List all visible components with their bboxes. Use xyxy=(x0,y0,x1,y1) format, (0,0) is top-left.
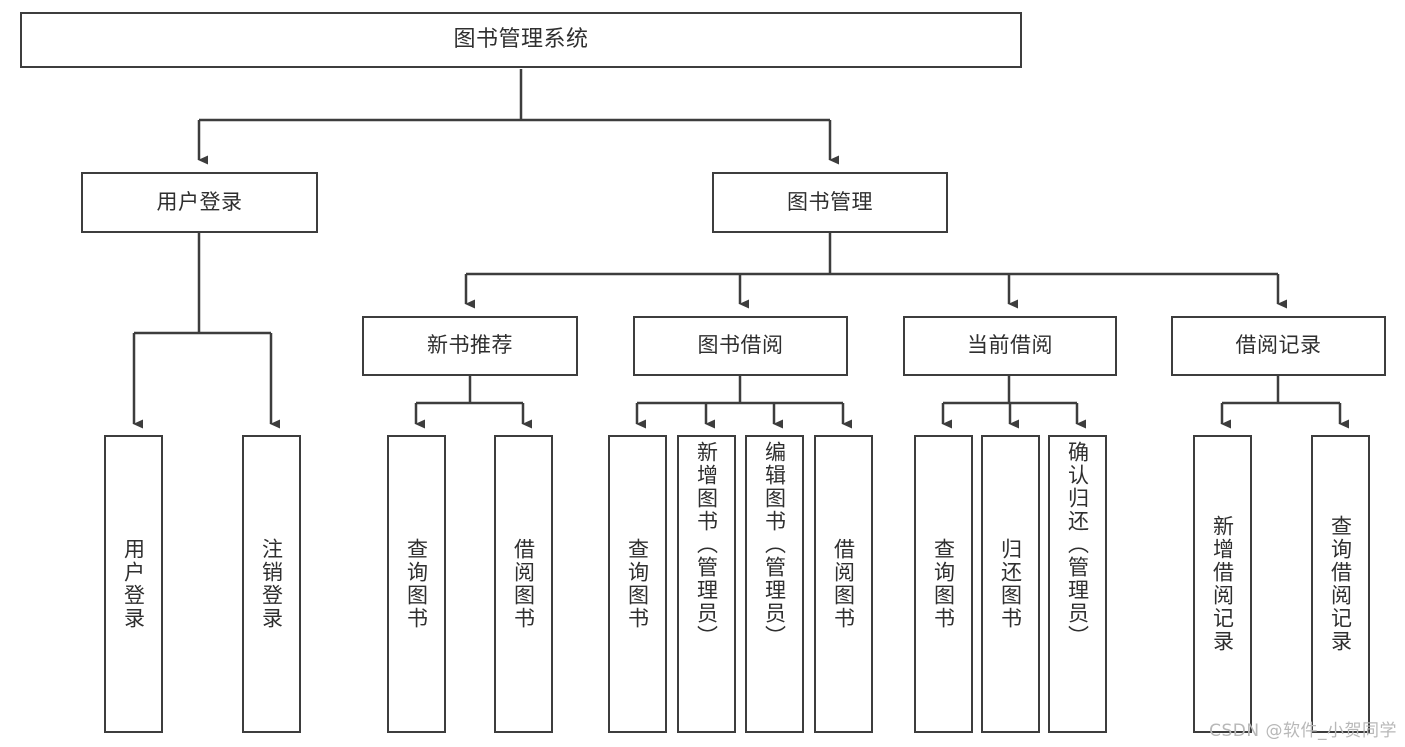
leaf-borrow-record-add-record[interactable]: 新增借阅记录 xyxy=(1193,435,1252,733)
leaf-current-borrow-return-book[interactable]: 归还图书 xyxy=(981,435,1040,733)
node-label: 查询图书 xyxy=(625,538,650,630)
node-label: 查询借阅记录 xyxy=(1328,515,1353,653)
node-label: 确认归还（管理员） xyxy=(1065,441,1090,648)
leaf-current-borrow-confirm-return-admin[interactable]: 确认归还（管理员） xyxy=(1048,435,1107,733)
node-new-book-recommend[interactable]: 新书推荐 xyxy=(362,316,578,376)
node-book-management[interactable]: 图书管理 xyxy=(712,172,948,233)
node-borrow-record[interactable]: 借阅记录 xyxy=(1171,316,1386,376)
node-label: 图书管理 xyxy=(787,189,873,214)
node-label: 新增借阅记录 xyxy=(1210,515,1235,653)
csdn-watermark: CSDN @软件_小贺同学 xyxy=(1209,721,1397,741)
node-label: 图书借阅 xyxy=(697,333,784,358)
node-root-book-management-system[interactable]: 图书管理系统 xyxy=(20,12,1022,68)
leaf-current-borrow-query-book[interactable]: 查询图书 xyxy=(914,435,973,733)
leaf-borrow-record-query-record[interactable]: 查询借阅记录 xyxy=(1311,435,1370,733)
leaf-book-borrow-borrow-book[interactable]: 借阅图书 xyxy=(814,435,873,733)
node-current-borrow[interactable]: 当前借阅 xyxy=(903,316,1117,376)
node-label: 新书推荐 xyxy=(427,333,513,358)
leaf-book-borrow-edit-book-admin[interactable]: 编辑图书（管理员） xyxy=(745,435,804,733)
node-label: 新增图书（管理员） xyxy=(694,441,719,648)
leaf-new-book-query-book[interactable]: 查询图书 xyxy=(387,435,446,733)
leaf-user-login-login[interactable]: 用户登录 xyxy=(104,435,163,733)
node-label: 用户登录 xyxy=(121,538,146,630)
node-label: 用户登录 xyxy=(156,189,243,214)
leaf-book-borrow-query-book[interactable]: 查询图书 xyxy=(608,435,667,733)
node-label: 借阅图书 xyxy=(511,538,536,630)
node-label: 归还图书 xyxy=(998,538,1023,630)
node-label: 注销登录 xyxy=(259,538,284,630)
leaf-new-book-borrow-book[interactable]: 借阅图书 xyxy=(494,435,553,733)
node-label: 编辑图书（管理员） xyxy=(762,441,787,648)
node-label: 图书管理系统 xyxy=(453,26,589,52)
node-label: 借阅图书 xyxy=(831,538,856,630)
node-label: 查询图书 xyxy=(404,538,429,630)
node-label: 借阅记录 xyxy=(1235,333,1322,358)
node-book-borrow[interactable]: 图书借阅 xyxy=(633,316,848,376)
leaf-user-login-logout[interactable]: 注销登录 xyxy=(242,435,301,733)
node-user-login[interactable]: 用户登录 xyxy=(81,172,318,233)
node-label: 当前借阅 xyxy=(967,333,1053,358)
leaf-book-borrow-add-book-admin[interactable]: 新增图书（管理员） xyxy=(677,435,736,733)
node-label: 查询图书 xyxy=(931,538,956,630)
